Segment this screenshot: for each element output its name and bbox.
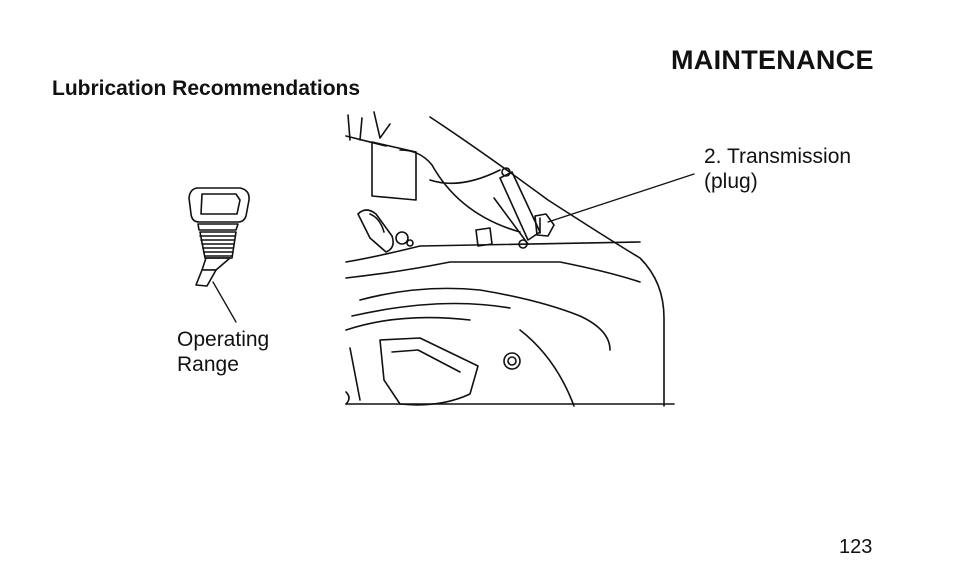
transmission-plug-label: 2. Transmission (plug)	[704, 144, 851, 194]
operating-label-line-1: Operating	[177, 328, 270, 351]
operating-label-line-2: Range	[177, 353, 239, 376]
transmission-label-line-1: 2. Transmission	[704, 145, 852, 168]
page-number: 123	[839, 536, 873, 558]
operating-range-label: Operating Range	[177, 327, 269, 377]
subsection-title: Lubrication Recommendations	[52, 77, 361, 100]
engine-housing-drawing	[345, 111, 695, 407]
transmission-label-line-2: (plug)	[704, 170, 758, 193]
dipstick-plug-drawing	[188, 187, 250, 323]
section-title: MAINTENANCE	[671, 45, 874, 75]
